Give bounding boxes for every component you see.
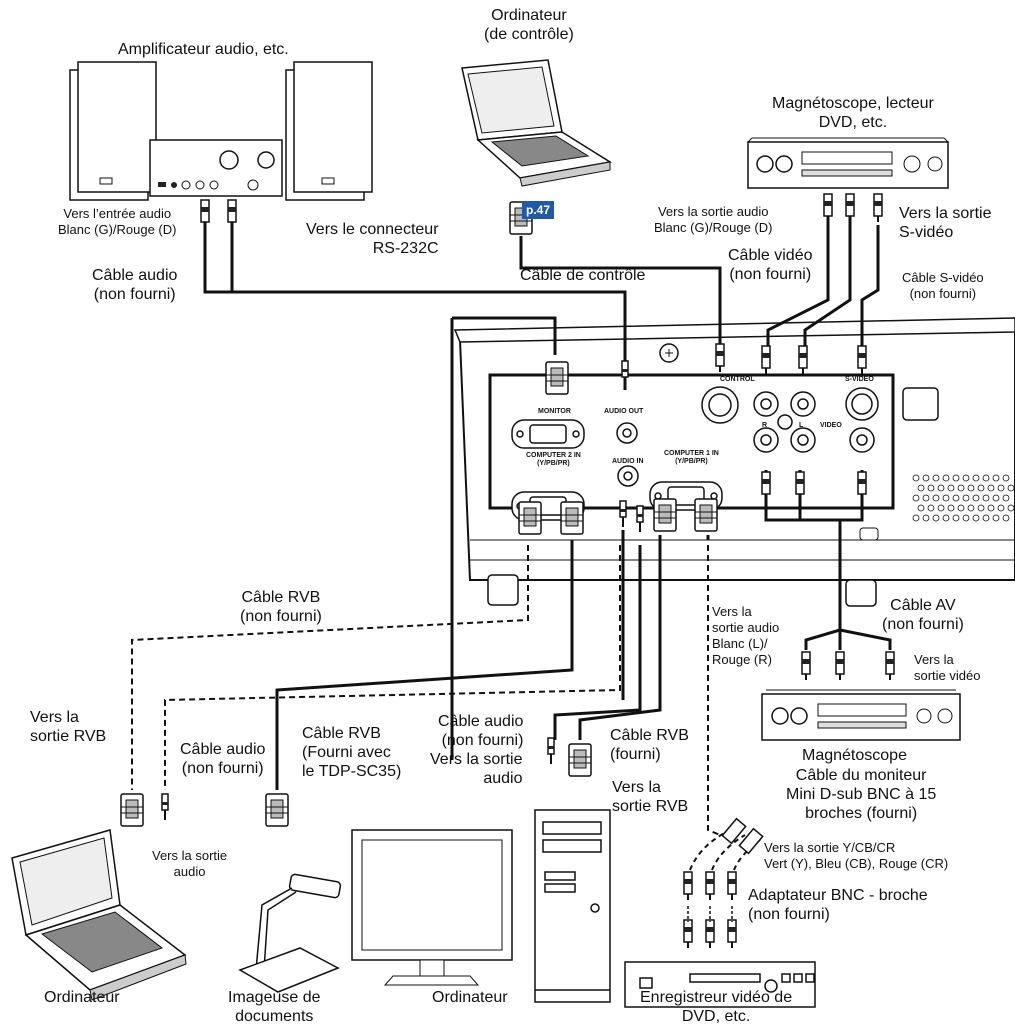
desktop-monitor xyxy=(351,829,513,986)
label-video-cable: Câble vidéo(non fourni) xyxy=(728,247,813,283)
port-label-audio-in: AUDIO IN xyxy=(612,458,644,465)
cables-dashed xyxy=(131,545,740,836)
bottom-laptop xyxy=(11,829,187,1001)
dvd-recorder xyxy=(624,961,816,1008)
port-label-computer1: COMPUTER 1 IN(Y/PB/PR) xyxy=(664,450,719,465)
speaker-right xyxy=(285,61,373,201)
speaker-left xyxy=(69,61,157,201)
label-rgb-cable-mid: Câble RVB(fourni) xyxy=(610,727,689,763)
port-label-svideo: S-VIDEO xyxy=(845,376,874,383)
desktop-tower xyxy=(534,809,611,1003)
label-av-cable: Câble AV(non fourni) xyxy=(882,597,964,633)
vcr-top xyxy=(747,137,949,189)
port-label-monitor: MONITOR xyxy=(538,408,571,415)
control-laptop xyxy=(461,59,613,187)
label-audio-cable-mid: Câble audio(non fourni) xyxy=(438,713,524,749)
label-bnc-adapter: Adaptateur BNC - broche(non fourni) xyxy=(748,887,928,923)
label-rgb-cable-left: Câble RVB(non fourni) xyxy=(240,589,322,625)
page-reference-badge: p.47 xyxy=(522,201,555,219)
port-label-r: R xyxy=(762,422,768,429)
port-label-audio-out: AUDIO OUT xyxy=(604,408,644,415)
label-audio-cable-left: Câble audio(non fourni) xyxy=(180,741,266,777)
port-label-l: L xyxy=(799,422,804,429)
port-label-control: CONTROL xyxy=(720,376,755,383)
label-audio-cable-top: Câble audio(non fourni) xyxy=(92,267,178,303)
label-control-computer: Ordinateur(de contrôle) xyxy=(484,7,574,43)
amplifier xyxy=(149,139,283,197)
label-control-cable: Câble de contrôle xyxy=(520,267,646,284)
label-svideo-cable: Câble S-vidéo(non fourni) xyxy=(902,270,984,301)
port-label-video: VIDEO xyxy=(820,422,842,429)
bnc-plugs xyxy=(687,817,764,922)
cables-top xyxy=(203,212,880,760)
cables-lower xyxy=(275,470,892,790)
vcr-bottom xyxy=(761,689,961,741)
label-amplifier: Amplificateur audio, etc. xyxy=(118,41,289,58)
label-vcr-bottom: Magnétoscope xyxy=(802,747,907,764)
label-laptop-computer: Ordinateur xyxy=(44,989,120,1006)
port-label-computer2: COMPUTER 2 IN(Y/PB/PR) xyxy=(526,452,581,467)
document-camera xyxy=(238,873,342,993)
label-desktop-computer: Ordinateur xyxy=(432,989,508,1006)
